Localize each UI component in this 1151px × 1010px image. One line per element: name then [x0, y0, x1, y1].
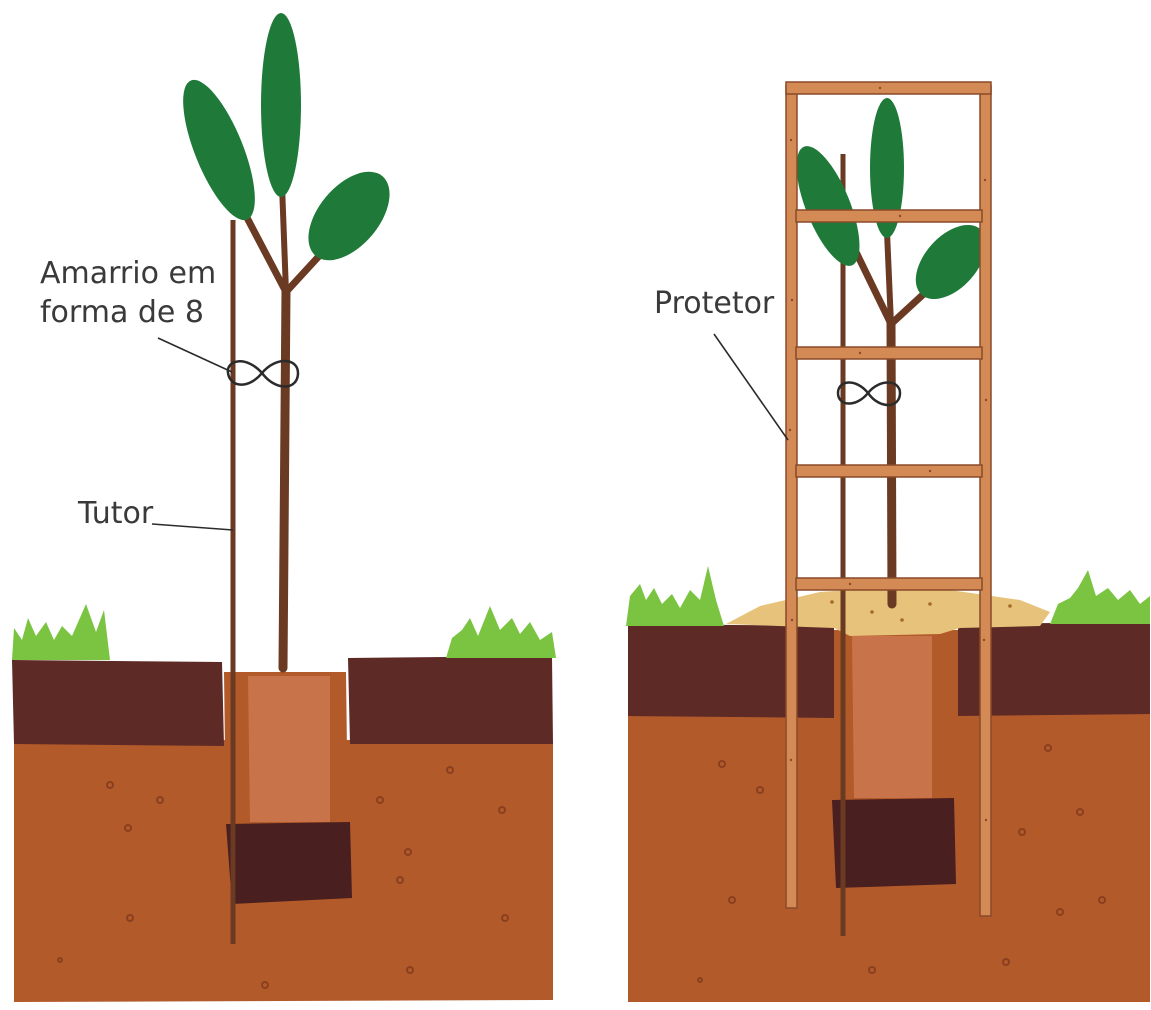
right-soil-speckles — [697, 744, 1106, 983]
left-branch-center — [279, 182, 289, 295]
left-pit-inner — [248, 676, 330, 822]
right-branch-center — [884, 229, 894, 327]
right-branch-left — [852, 248, 895, 328]
protector-slat-top — [785, 81, 992, 95]
left-trunk — [278, 285, 291, 673]
left-figure-eight-tie — [226, 359, 300, 388]
right-grass-tuft-right — [1050, 570, 1150, 624]
right-leaf-left — [796, 146, 860, 266]
figure-eight-tie-label-line2: forma de 8 — [40, 295, 204, 330]
right-trunk — [886, 317, 897, 609]
left-panel-staked-tree: Amarrio em forma de 8 Tutor — [12, 13, 556, 1002]
right-mulch — [726, 588, 1050, 636]
right-pit-inner — [852, 636, 932, 798]
protector-slat-3 — [795, 346, 983, 360]
left-leaf-left — [183, 79, 255, 221]
left-root-ball — [226, 822, 352, 904]
right-leaf-center — [870, 98, 904, 238]
protector-slat-5 — [795, 577, 983, 591]
left-branch-right — [282, 251, 324, 296]
protector-leader-line — [713, 333, 789, 441]
right-root-ball — [832, 798, 956, 888]
right-topsoil-right — [958, 622, 1150, 716]
left-branch-left — [240, 208, 290, 296]
protector-slat-2 — [795, 209, 983, 223]
left-leaf-right — [308, 171, 390, 261]
left-tie-leader-line — [157, 337, 233, 373]
left-leaf-center — [261, 13, 301, 197]
protector-wood-grain — [788, 86, 988, 822]
protector-label: Protetor — [654, 286, 775, 321]
protector-slat-4 — [795, 464, 983, 478]
right-topsoil-left — [628, 624, 834, 718]
right-branch-right — [887, 286, 932, 328]
stake-label: Tutor — [77, 496, 154, 531]
left-grass-tuft-right — [446, 606, 556, 658]
right-grass-tuft-left — [626, 566, 724, 626]
right-figure-eight-tie — [836, 381, 902, 407]
left-topsoil-right — [348, 656, 553, 744]
left-stake-leader-line — [151, 523, 234, 531]
protector-frame — [785, 81, 992, 917]
right-leaf-right — [915, 224, 987, 300]
left-soil-speckles — [57, 766, 509, 989]
left-topsoil-left — [12, 660, 224, 746]
right-panel-protected-tree: Protetor — [626, 81, 1150, 1002]
figure-eight-tie-label-line1: Amarrio em — [40, 256, 216, 291]
left-grass-tuft-left — [12, 604, 110, 660]
